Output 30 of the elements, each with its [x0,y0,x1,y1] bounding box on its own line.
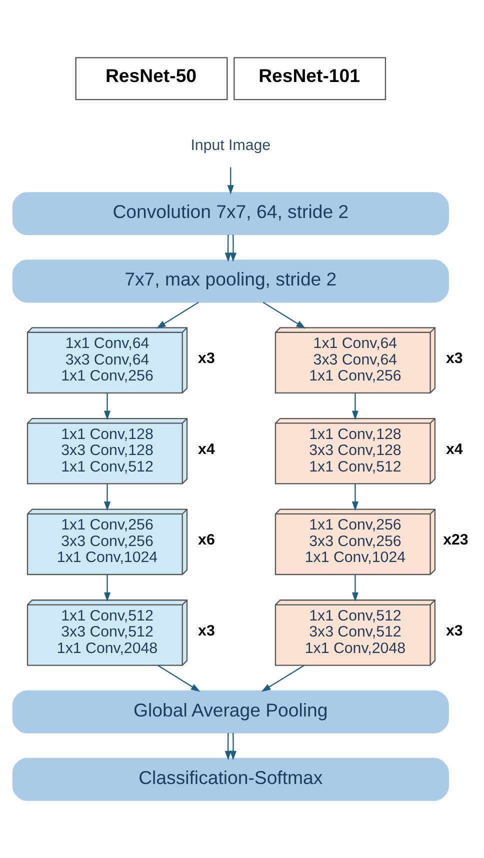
node-label: x3 [198,622,215,640]
node-label: x3 [446,622,463,640]
arrow [352,484,358,511]
node-label: x6 [198,532,215,549]
arrow [104,574,111,602]
arrow [224,732,232,760]
node-box: Global Average Pooling [12,690,449,734]
node-label: x3 [198,350,215,368]
node-box: Classification-Softmax [12,758,449,801]
arrow [156,302,199,329]
node-label: x23 [443,532,468,549]
node-box: Convolution 7x7, 64, stride 2 [12,192,449,236]
arrow [230,234,237,262]
arrow [224,234,232,262]
arrow [227,167,234,194]
arrow [352,574,358,602]
arrow [104,484,111,511]
node-label: x4 [446,440,463,458]
node-label: x3 [446,350,463,368]
arrow [352,392,358,420]
arrow [158,664,200,692]
arrow [230,732,237,760]
node-text: Input Image [190,137,271,154]
arrow [104,392,111,420]
node-box: 7x7, max pooling, stride 2 [12,260,449,303]
node-box: ResNet-101 [234,57,386,100]
arrow [261,664,304,692]
node-box: ResNet-50 [75,57,228,100]
arrow [262,302,306,329]
node-label: x4 [198,440,215,458]
